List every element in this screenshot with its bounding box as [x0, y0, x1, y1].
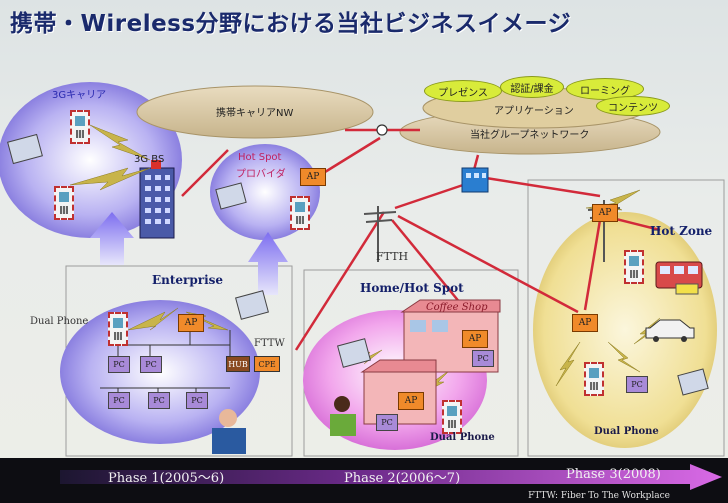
- phone-icon: [70, 110, 90, 144]
- carrier-label: 3Gキャリア: [52, 90, 107, 101]
- phone-icon: [108, 312, 128, 346]
- pc-icon: PC: [472, 350, 494, 367]
- fiber-links: [181, 128, 661, 351]
- group-network-label: 当社グループネットワーク: [470, 130, 590, 141]
- carrier-area: [0, 82, 182, 238]
- building-icon: [139, 160, 175, 239]
- hub-icon: HUB: [226, 356, 250, 372]
- fiber-coupler-icon: [376, 124, 388, 136]
- base-station-label: 3G BS: [134, 154, 165, 165]
- phone-icon: [290, 196, 310, 230]
- access-point-icon: AP: [398, 392, 424, 410]
- train-icon: [655, 261, 703, 289]
- pc-icon: PC: [108, 356, 130, 373]
- car-icon: [645, 319, 695, 342]
- auth-pill: 認証/課金: [500, 76, 564, 98]
- pc-icon: PC: [148, 392, 170, 409]
- access-point-icon: AP: [178, 314, 204, 332]
- fttw-label: FTTW: [254, 338, 285, 349]
- hotzone-frame: [527, 179, 725, 457]
- phone-icon: [584, 362, 604, 396]
- phase-3-label: Phase 3(2008): [566, 467, 661, 482]
- access-point-icon: AP: [462, 330, 488, 348]
- enterprise-dual-phone-label: Dual Phone: [30, 316, 89, 327]
- carrier-network-label: 携帯キャリアNW: [216, 108, 294, 119]
- contents-pill: コンテンツ: [596, 96, 670, 116]
- wireless-bolts: [69, 124, 661, 395]
- access-point-icon: AP: [300, 168, 326, 186]
- pc-icon: PC: [626, 376, 648, 393]
- pc-icon: PC: [186, 392, 208, 409]
- person-icon: [212, 396, 356, 454]
- footnote: FTTW: Fiber To The Workplace: [528, 491, 670, 501]
- enterprise-label: Enterprise: [152, 273, 224, 287]
- page-title: 携帯・Wireless分野における当社ビジネスイメージ: [10, 11, 572, 37]
- home-dual-phone-label: Dual Phone: [430, 432, 495, 443]
- cpe-icon: CPE: [254, 356, 280, 372]
- phone-icon: [442, 400, 462, 434]
- access-point-icon: AP: [572, 314, 598, 332]
- laptop-icon: [7, 133, 709, 396]
- upgrade-arrow-left: [90, 212, 134, 265]
- ftth-label: FTTH: [376, 250, 409, 263]
- hotzone-label: Hot Zone: [650, 224, 713, 238]
- pc-icon: PC: [140, 356, 162, 373]
- carrier-network-ellipse: [136, 85, 374, 139]
- application-label: アプリケーション: [494, 106, 574, 117]
- phase-2-label: Phase 2(2006〜7): [344, 471, 461, 486]
- phone-icon: [624, 250, 644, 284]
- presence-pill: プレゼンス: [424, 80, 502, 102]
- sign-icon: [675, 283, 699, 295]
- hotspot-provider-label: プロバイダ: [236, 169, 286, 180]
- pc-icon: PC: [108, 392, 130, 409]
- hotspot-label: Hot Spot: [238, 152, 282, 163]
- access-point-icon: AP: [592, 204, 618, 222]
- home-hotspot-label: Home/Hot Spot: [360, 281, 464, 295]
- hotzone-dual-phone-label: Dual Phone: [594, 426, 659, 437]
- phase-arrow: [60, 464, 722, 490]
- switch-icon: [461, 167, 489, 193]
- home-frame: [303, 269, 519, 457]
- upgrade-arrow-right: [248, 232, 288, 295]
- coffee-shop-label: Coffee Shop: [426, 302, 488, 313]
- phase-1-label: Phase 1(2005〜6): [108, 471, 225, 486]
- phone-icon: [54, 186, 74, 220]
- pc-icon: PC: [376, 414, 398, 431]
